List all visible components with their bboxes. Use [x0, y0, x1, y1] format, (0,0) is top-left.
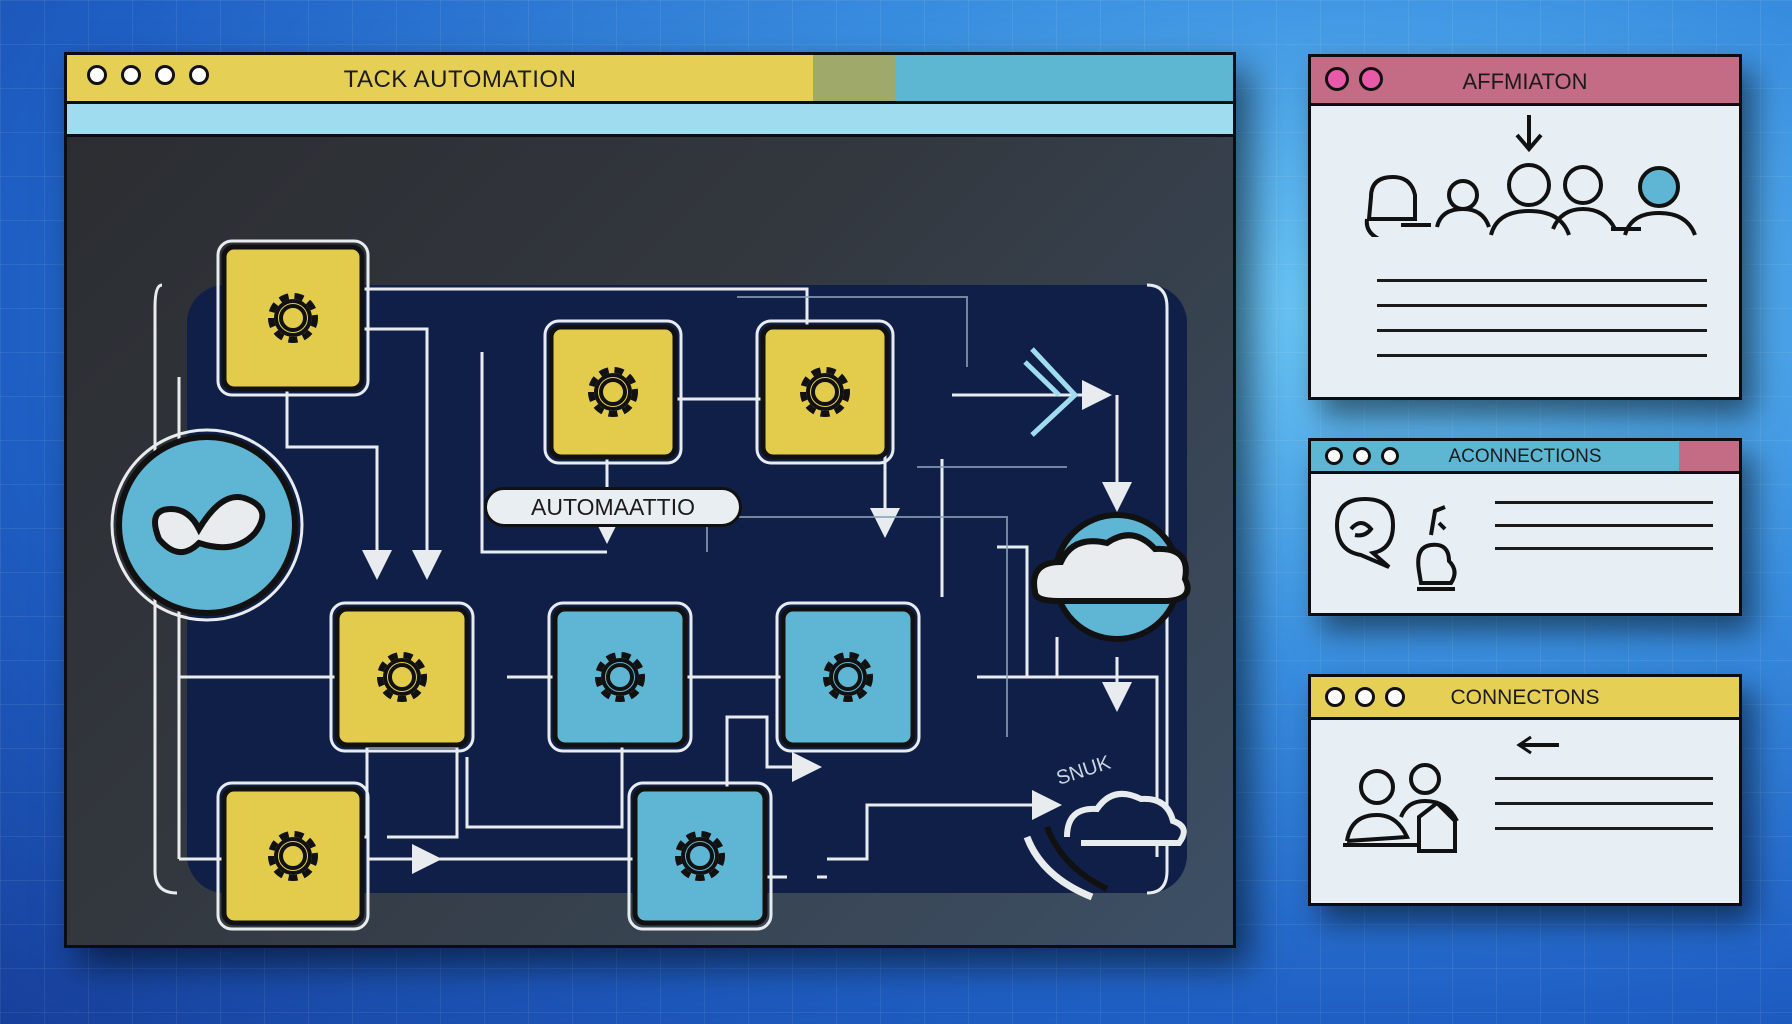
- main-toolbar: [67, 104, 1233, 137]
- window-dot-2[interactable]: [1359, 67, 1383, 91]
- side-window-affiliation: AFFMIATON: [1308, 54, 1742, 400]
- gear-node-8[interactable]: [627, 781, 773, 931]
- arrow-icon: [1516, 735, 1559, 755]
- workflow-canvas: SNUK: [110, 239, 1191, 931]
- gear-node-6[interactable]: [547, 601, 693, 753]
- side-window-2-titlebar: ACONNECTIONS: [1311, 441, 1739, 474]
- checkmark-icon[interactable]: [110, 428, 304, 622]
- text-lines: [1377, 279, 1707, 379]
- side-window-3-title: CONNECTONS: [1450, 686, 1600, 709]
- gear-node-3[interactable]: [755, 319, 895, 465]
- side-window-1-titlebar: AFFMIATON: [1311, 57, 1739, 106]
- gear-node-4[interactable]: [329, 601, 475, 753]
- cloud-icon[interactable]: [1031, 512, 1191, 642]
- window-dot-2[interactable]: [121, 65, 141, 85]
- text-lines: [1495, 777, 1713, 852]
- window-dot-1[interactable]: [1325, 447, 1343, 465]
- window-controls: [87, 65, 209, 85]
- gear-node-2[interactable]: [543, 319, 683, 465]
- window-dot-3[interactable]: [155, 65, 175, 85]
- window-dot-1[interactable]: [1325, 67, 1349, 91]
- text-lines: [1495, 501, 1713, 570]
- window-dot-1[interactable]: [1325, 687, 1345, 707]
- side-window-3-titlebar: CONNECTONS: [1311, 677, 1739, 720]
- users-icon: [1343, 763, 1459, 853]
- window-dot-3[interactable]: [1381, 447, 1399, 465]
- chat-bubble-icon: [1334, 496, 1457, 591]
- window-dot-1[interactable]: [87, 65, 107, 85]
- side-window-connections: ACONNECTIONS: [1308, 438, 1742, 616]
- send-arrow-icon: [1023, 347, 1079, 437]
- side-window-2-title: ACONNECTIONS: [1448, 446, 1602, 467]
- side-window-connectons: CONNECTONS: [1308, 674, 1742, 906]
- window-dot-2[interactable]: [1355, 687, 1375, 707]
- main-window-title: TACK AUTOMATION: [343, 66, 577, 93]
- cloud-icon: [1023, 790, 1187, 901]
- main-titlebar: TACK AUTOMATION: [67, 55, 1233, 104]
- gear-node-7[interactable]: [775, 601, 921, 753]
- flow-label[interactable]: AUTOMAATTIO: [484, 487, 742, 527]
- window-dot-2[interactable]: [1353, 447, 1371, 465]
- window-dot-3[interactable]: [1385, 687, 1405, 707]
- gear-node-1[interactable]: [216, 239, 370, 397]
- gear-node-5[interactable]: [216, 781, 370, 931]
- side-window-1-title: AFFMIATON: [1462, 69, 1588, 94]
- users-icon: [1364, 115, 1697, 237]
- window-dot-4[interactable]: [189, 65, 209, 85]
